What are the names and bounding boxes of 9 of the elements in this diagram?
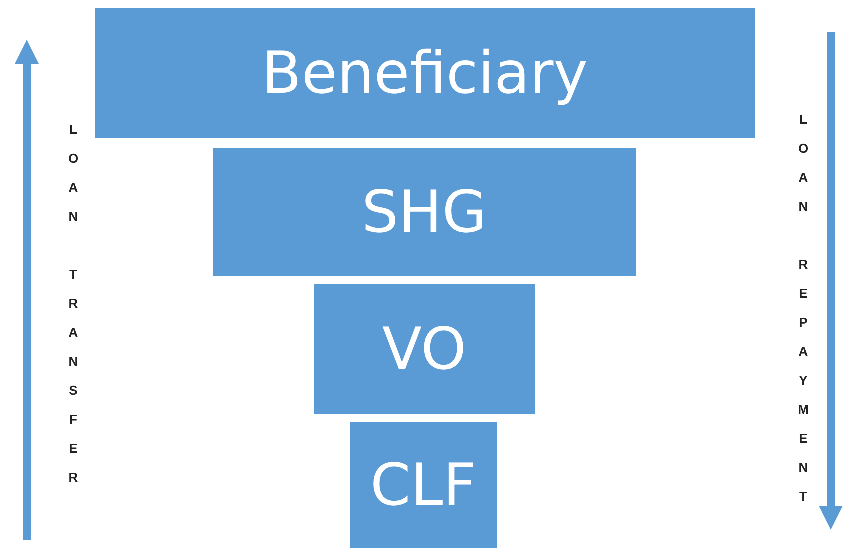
funnel-tier-box [213,148,636,276]
funnel-tier-box [314,284,535,414]
tier-label: CLF [370,456,477,514]
tier-label: SHG [362,183,488,241]
vertical-label: LOAN REPAYMENT [796,112,811,518]
vertical-label: LOAN TRANSFER [66,122,81,499]
tier-label: VO [382,320,467,378]
funnel-tier-box [95,8,755,138]
funnel-tier-box [350,422,497,548]
